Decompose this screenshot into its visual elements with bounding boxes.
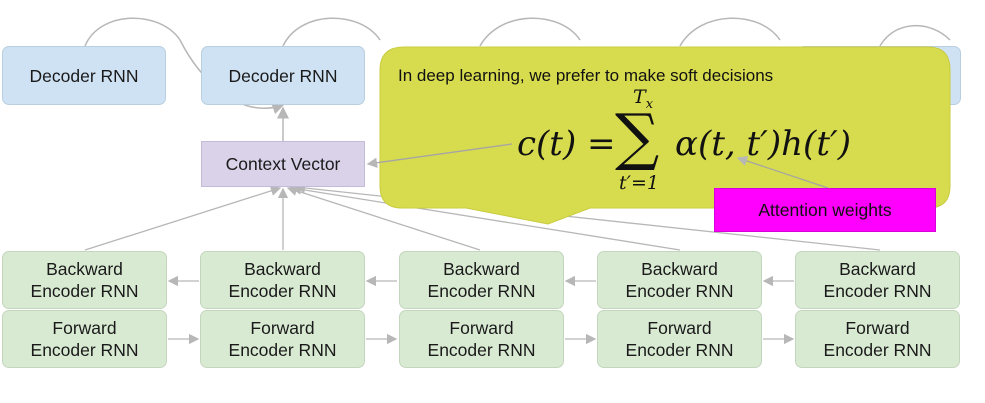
callout-to-context-arrow [366, 143, 513, 168]
context-vector: Context Vector [201, 141, 365, 187]
formula-lhs: c(t) = [517, 124, 616, 164]
decoder-rnn-1: Decoder RNN [2, 46, 166, 105]
encoder-line: Encoder RNN [625, 281, 734, 301]
decoder-loop-curve [879, 25, 951, 47]
encoder-line: Backward [641, 259, 718, 279]
decoder-loop-curve [84, 17, 285, 115]
encoder-line: Encoder RNN [30, 340, 139, 360]
attention-weights-label: Attention weights [714, 188, 936, 232]
encoder-line: Forward [647, 318, 712, 338]
encoder-line: Encoder RNN [30, 281, 139, 301]
encoder-line: Backward [839, 259, 916, 279]
encoder-line: Encoder RNN [823, 340, 932, 360]
formula-sum-lower: t′=1 [619, 172, 659, 194]
decoder-loop-curve [679, 17, 781, 47]
encoder-line: Encoder RNN [228, 281, 337, 301]
encoder-line: Encoder RNN [427, 340, 536, 360]
encoder-line: Forward [250, 318, 315, 338]
encoder-line: Backward [244, 259, 321, 279]
formula-rhs: α(t, t′)h(t′) [675, 124, 851, 164]
encoder-line: Forward [449, 318, 514, 338]
encoder-line: Encoder RNN [823, 281, 932, 301]
formula-sum-upper: Tx [633, 86, 654, 112]
attention-pointer-arrow [736, 155, 829, 189]
encoder-to-context-arrow [290, 184, 681, 251]
encoder-line: Encoder RNN [625, 340, 734, 360]
decoder-loop-curve [282, 17, 381, 47]
attention-weights-text: Attention weights [758, 199, 892, 220]
encoder-to-context-arrow [286, 185, 481, 251]
encoder-to-context-arrow [84, 185, 282, 251]
context-vector-label: Context Vector [225, 154, 341, 174]
decoder-label: Decoder RNN [228, 65, 338, 86]
callout-shape [379, 46, 951, 225]
decoder-label: Decoder RNN [29, 65, 139, 86]
encoder-line: Forward [52, 318, 117, 338]
summation-sign: ∑ [615, 100, 660, 173]
attention-formula: c(t) = Tx ∑ t′=1 α(t, t′)h(t′) [515, 86, 855, 198]
encoder-line: Backward [443, 259, 520, 279]
decoder-rnn-2: Decoder RNN [201, 46, 365, 105]
encoder-line: Encoder RNN [427, 281, 536, 301]
callout-text: In deep learning, we prefer to make soft… [398, 66, 774, 85]
encoder-line: Backward [46, 259, 123, 279]
decoder-loop-curve [479, 17, 581, 47]
encoder-line: Forward [845, 318, 910, 338]
encoder-line: Encoder RNN [228, 340, 337, 360]
